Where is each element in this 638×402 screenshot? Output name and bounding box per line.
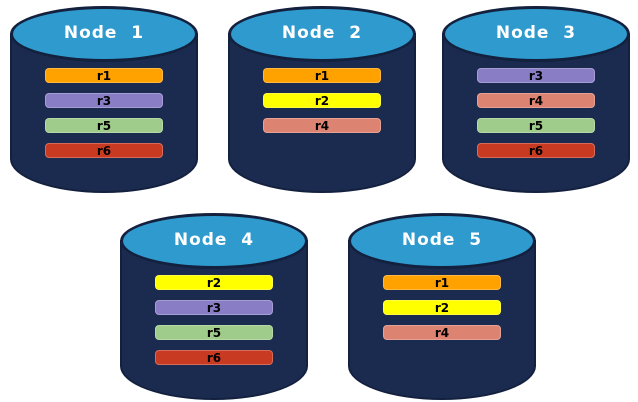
replica-bar: r2 — [383, 300, 501, 315]
node-label: Node 4 — [173, 230, 255, 250]
replica-list: r1 r2 r4 — [383, 275, 501, 340]
replica-bar: r4 — [477, 93, 595, 108]
replica-bar: r5 — [477, 118, 595, 133]
cylinder-top-ellipse: Node 1 — [10, 6, 198, 62]
replica-bar: r4 — [263, 118, 381, 133]
replica-list: r1 r3 r5 r6 — [45, 68, 163, 158]
node-label: Node 2 — [281, 23, 363, 43]
cylinder-top-ellipse: Node 3 — [442, 6, 630, 62]
replica-bar: r1 — [263, 68, 381, 83]
replica-list: r1 r2 r4 — [263, 68, 381, 133]
cylinder-top-ellipse: Node 2 — [228, 6, 416, 62]
replica-list: r2 r3 r5 r6 — [155, 275, 273, 365]
replica-list: r3 r4 r5 r6 — [477, 68, 595, 158]
node-label: Node 1 — [63, 23, 145, 43]
replica-bar: r6 — [477, 143, 595, 158]
replica-bar: r6 — [155, 350, 273, 365]
replica-bar: r5 — [155, 325, 273, 340]
replica-bar: r3 — [45, 93, 163, 108]
replica-bar: r3 — [155, 300, 273, 315]
replica-bar: r4 — [383, 325, 501, 340]
cylinder-top-ellipse: Node 4 — [120, 213, 308, 269]
node-label: Node 5 — [401, 230, 483, 250]
replica-bar: r1 — [45, 68, 163, 83]
replica-bar: r2 — [155, 275, 273, 290]
cylinder-top-ellipse: Node 5 — [348, 213, 536, 269]
database-node: Node 4 r2 r3 r5 r6 — [120, 213, 308, 400]
database-node: Node 3 r3 r4 r5 r6 — [442, 6, 630, 193]
replica-bar: r1 — [383, 275, 501, 290]
node-label: Node 3 — [495, 23, 577, 43]
replica-bar: r6 — [45, 143, 163, 158]
replica-bar: r5 — [45, 118, 163, 133]
replica-bar: r3 — [477, 68, 595, 83]
database-node: Node 2 r1 r2 r4 — [228, 6, 416, 193]
database-node: Node 5 r1 r2 r4 — [348, 213, 536, 400]
database-node: Node 1 r1 r3 r5 r6 — [10, 6, 198, 193]
replica-bar: r2 — [263, 93, 381, 108]
